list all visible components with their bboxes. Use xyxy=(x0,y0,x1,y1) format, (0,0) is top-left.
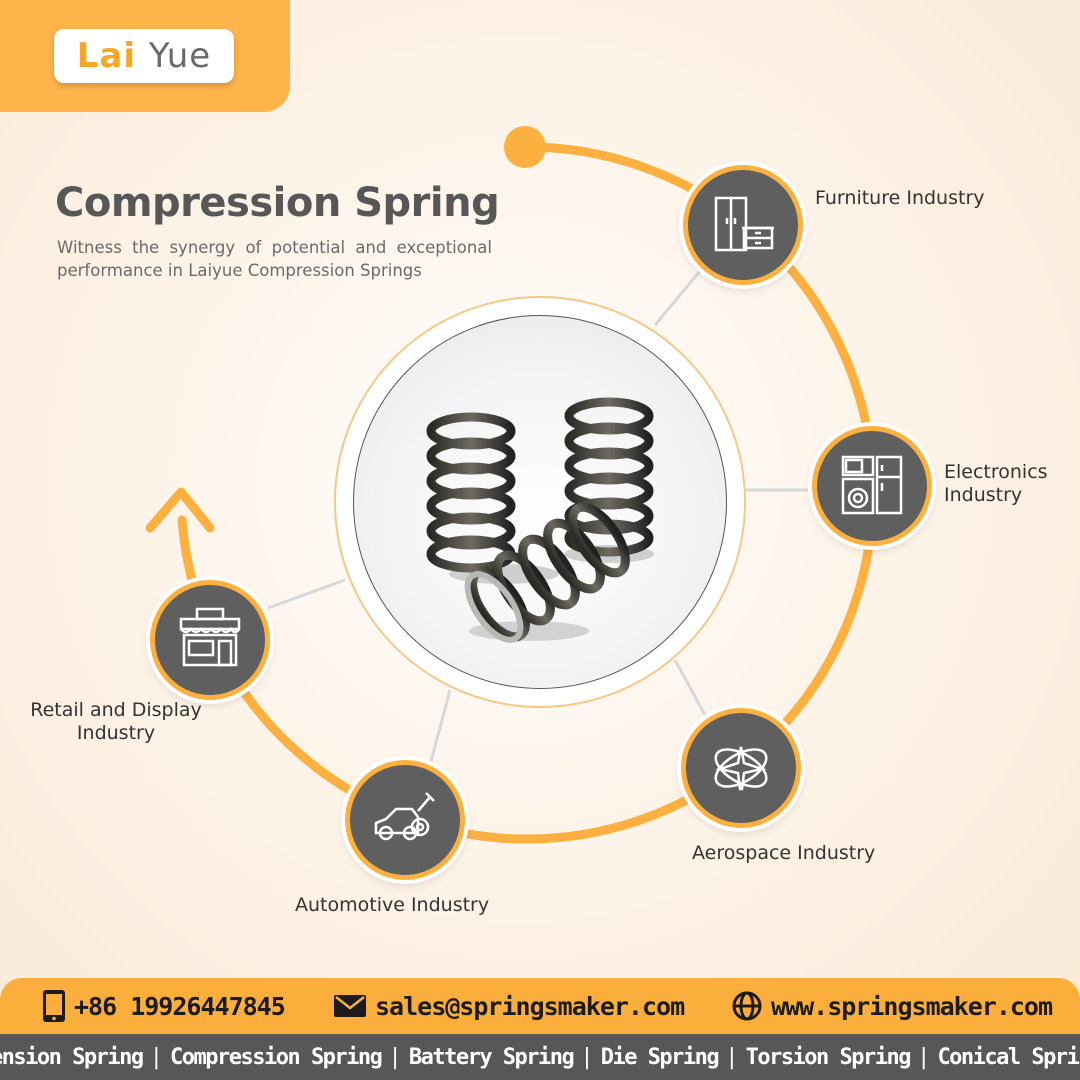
page-subtitle: Witness the synergy of potential and exc… xyxy=(57,238,492,280)
springs-illustration xyxy=(426,397,654,643)
logo[interactable]: Lai Yue xyxy=(54,29,234,83)
spring-type-tension[interactable]: Tension Spring xyxy=(0,1044,144,1070)
website-contact[interactable]: www.springsmaker.com xyxy=(731,978,1053,1034)
spring-type-compression[interactable]: Compression Spring xyxy=(170,1044,383,1070)
automotive-node[interactable] xyxy=(345,760,465,880)
retail-node[interactable] xyxy=(150,580,270,700)
spring-photo xyxy=(353,315,727,689)
industry-label-automotive: Automotive Industry xyxy=(295,894,490,916)
arc-start-dot xyxy=(504,126,546,168)
separator: | xyxy=(391,1044,399,1070)
electronics-node[interactable] xyxy=(812,426,932,546)
connector-line xyxy=(673,659,707,716)
logo-text: Lai Yue xyxy=(76,36,212,76)
spring-type-conical[interactable]: Conical Spring xyxy=(937,1044,1080,1070)
industry-label-retail: Retail and Display Industry xyxy=(30,699,202,744)
industry-label-furniture: Furniture Industry xyxy=(815,187,985,209)
phone-number: +86 19926447845 xyxy=(74,991,286,1021)
separator: | xyxy=(583,1044,591,1070)
globe-icon xyxy=(732,991,762,1021)
phone-contact[interactable]: +86 19926447845 xyxy=(42,978,286,1034)
mail-icon xyxy=(334,995,366,1017)
spring-type-battery[interactable]: Battery Spring xyxy=(408,1044,575,1070)
connector-line xyxy=(428,689,452,766)
website-url: www.springsmaker.com xyxy=(771,991,1053,1021)
industry-label-aerospace: Aerospace Industry xyxy=(692,842,876,864)
contact-bar: +86 19926447845 sales@springsmaker.com w… xyxy=(0,978,1080,1034)
spring-type-die[interactable]: Die Spring xyxy=(600,1044,720,1070)
logo-tab: Lai Yue xyxy=(0,0,290,112)
separator: | xyxy=(728,1044,736,1070)
furniture-node[interactable] xyxy=(683,165,803,285)
storefront-icon xyxy=(179,607,241,667)
separator: | xyxy=(152,1044,160,1070)
car-wrench-icon xyxy=(374,792,435,841)
connector-line xyxy=(267,578,346,610)
furniture-icon xyxy=(714,196,774,252)
airplane-globe-icon xyxy=(714,746,768,791)
page-title: Compression Spring xyxy=(55,180,500,226)
email-contact[interactable]: sales@springsmaker.com xyxy=(333,978,685,1034)
industry-label-electronics: Electronics Industry xyxy=(944,461,1048,506)
separator: | xyxy=(920,1044,928,1070)
connector-line xyxy=(653,264,707,326)
appliances-icon xyxy=(841,455,903,515)
email-address: sales@springsmaker.com xyxy=(375,991,685,1021)
spring-type-torsion[interactable]: Torsion Spring xyxy=(745,1044,912,1070)
aerospace-node[interactable] xyxy=(681,708,801,828)
spring-types-bar: Tension Spring | Compression Spring | Ba… xyxy=(0,1034,1080,1080)
phone-icon xyxy=(43,990,65,1022)
arc-arrow-head xyxy=(145,487,215,533)
